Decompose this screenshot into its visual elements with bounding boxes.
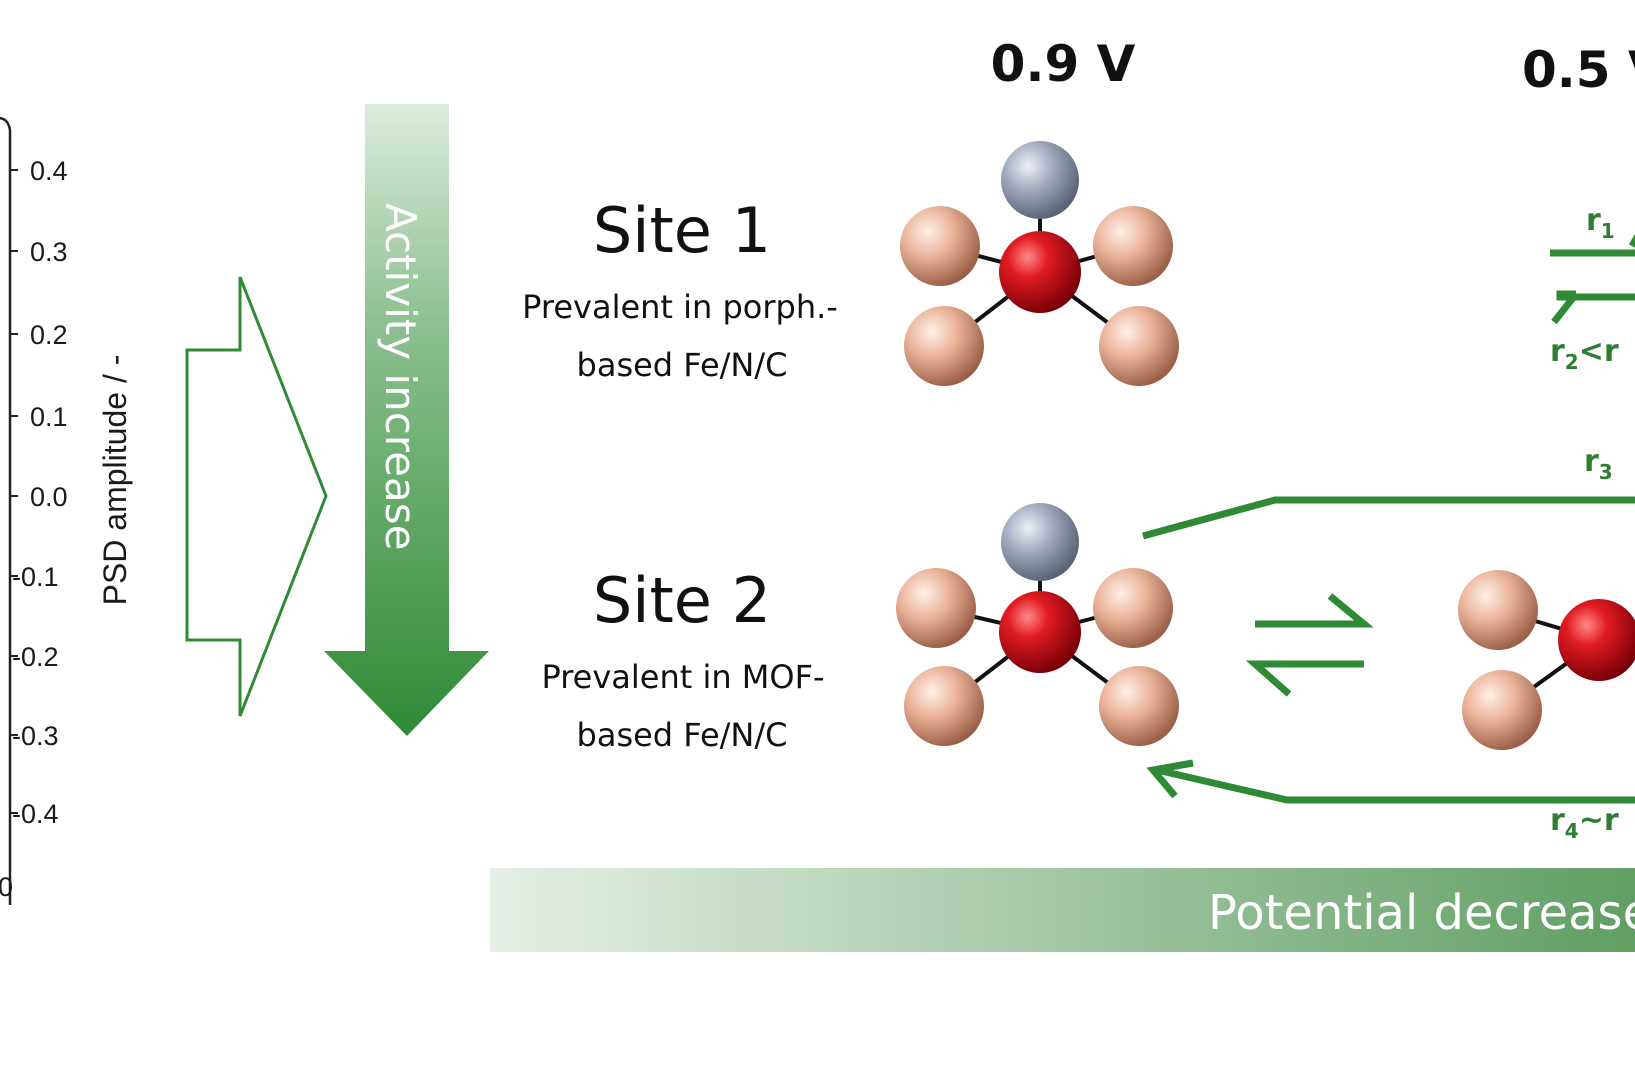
nitrogen-atom xyxy=(904,306,984,386)
site-2-title: Site 2 xyxy=(593,564,771,637)
iron-atom xyxy=(1558,599,1635,681)
x-tick-label: 0 xyxy=(0,872,13,902)
down-arrow-icon xyxy=(324,104,489,736)
y-tick-label: -0.3 xyxy=(12,721,59,751)
y-axis-label: PSD amplitude / - xyxy=(97,355,133,606)
y-tick-label: -0.1 xyxy=(12,562,59,592)
potential-decrease-label: Potential decrease xyxy=(1208,885,1635,941)
iron-atom xyxy=(999,231,1081,313)
activity-increase-label: Activity increase xyxy=(376,203,425,550)
rate-r4-label: r4~r xyxy=(1550,803,1619,843)
potential-high-label: 0.9 V xyxy=(991,35,1136,93)
y-tick-label: 0.3 xyxy=(30,237,68,267)
rate-r2-label: r2<r xyxy=(1550,334,1619,374)
site-1-desc-line1: Prevalent in porph.- xyxy=(522,288,838,326)
site-2-reduced-molecule-icon xyxy=(1458,570,1635,750)
r4-arrowhead-icon xyxy=(1146,759,1194,799)
rate-r3-label: r3 xyxy=(1584,444,1613,484)
site-1-molecule-icon xyxy=(900,141,1179,386)
potential-low-label: 0.5 V xyxy=(1522,41,1635,99)
plot-fragment: 0.4 0.3 0.2 0.1 0.0 -0.1 -0.2 -0.3 -0.4 0 PSD am… xyxy=(0,116,133,905)
nitrogen-atom xyxy=(904,666,984,746)
y-tick-label: 0.4 xyxy=(30,156,68,186)
nitrogen-atom xyxy=(1099,666,1179,746)
equilibrium-arrows-icon xyxy=(1245,593,1374,697)
site-1-desc-line2: based Fe/N/C xyxy=(577,346,788,384)
site-2-molecule-icon xyxy=(896,503,1179,746)
site-1-equilibrium-arrows-icon xyxy=(1550,233,1635,325)
y-tick-group: 0.4 0.3 0.2 0.1 0.0 -0.1 -0.2 -0.3 -0.4 xyxy=(10,156,68,829)
potential-gradient-bar xyxy=(490,868,1635,952)
nitrogen-atom xyxy=(1458,570,1538,650)
axial-ligand-atom xyxy=(1001,503,1079,581)
y-tick-label: 0.1 xyxy=(30,402,68,432)
y-tick-label: 0.2 xyxy=(30,320,68,350)
activity-increase-arrow: Activity increase xyxy=(324,104,489,736)
site-1-title: Site 1 xyxy=(593,194,771,267)
site-2-desc-line2: based Fe/N/C xyxy=(577,716,788,754)
plot-axis-line xyxy=(0,116,12,905)
nitrogen-atom xyxy=(896,568,976,648)
rate-r1-label: r1 xyxy=(1586,203,1615,243)
y-tick-label: -0.2 xyxy=(12,642,59,672)
iron-atom xyxy=(999,591,1081,673)
r3-pathway-line xyxy=(1142,496,1635,540)
nitrogen-atom xyxy=(1093,568,1173,648)
r4-pathway-line xyxy=(1156,766,1635,804)
nitrogen-atom xyxy=(900,206,980,286)
y-tick-label: 0.0 xyxy=(30,482,68,512)
nitrogen-atom xyxy=(1093,206,1173,286)
potential-decrease-bar: Potential decrease xyxy=(490,868,1635,952)
site-2-desc-line1: Prevalent in MOF- xyxy=(541,658,824,696)
y-tick-label: -0.4 xyxy=(12,799,59,829)
axial-ligand-atom xyxy=(1001,141,1079,219)
nitrogen-atom xyxy=(1099,306,1179,386)
nitrogen-atom xyxy=(1462,670,1542,750)
transition-arrow-icon xyxy=(185,276,328,717)
